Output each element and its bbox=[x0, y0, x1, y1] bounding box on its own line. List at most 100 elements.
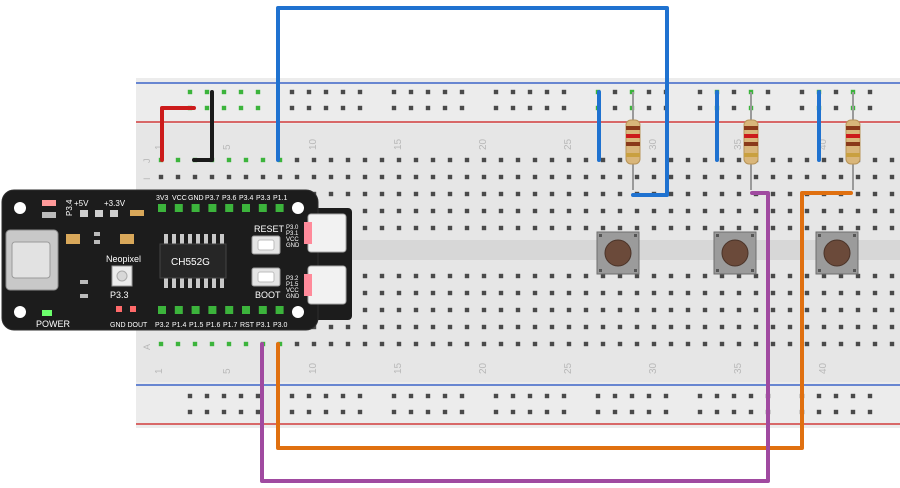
breadboard-hole bbox=[566, 174, 572, 180]
breadboard-hole bbox=[362, 307, 368, 313]
breadboard-hole bbox=[413, 290, 419, 296]
breadboard-hole bbox=[447, 273, 453, 279]
chip-pin bbox=[204, 278, 208, 288]
breadboard-hole bbox=[221, 393, 227, 399]
breadboard-hole bbox=[532, 174, 538, 180]
pushbutton-1-corner-1 bbox=[599, 234, 602, 237]
breadboard-hole bbox=[413, 324, 419, 330]
chip-pin bbox=[172, 278, 176, 288]
breadboard-hole bbox=[736, 208, 742, 214]
breadboard-hole bbox=[226, 174, 232, 180]
breadboard-hole bbox=[816, 393, 822, 399]
breadboard-hole bbox=[430, 341, 436, 347]
breadboard-hole bbox=[532, 307, 538, 313]
breadboard-hole bbox=[600, 324, 606, 330]
breadboard-hole bbox=[889, 174, 895, 180]
pushbutton-3-corner-4 bbox=[853, 269, 856, 272]
breadboard-hole bbox=[425, 409, 431, 415]
breadboard-hole bbox=[833, 89, 839, 95]
breadboard-hole bbox=[867, 89, 873, 95]
breadboard-hole bbox=[685, 157, 691, 163]
breadboard-hole bbox=[379, 273, 385, 279]
breadboard-hole bbox=[719, 157, 725, 163]
breadboard-hole bbox=[447, 157, 453, 163]
breadboard-hole bbox=[430, 174, 436, 180]
breadboard-hole bbox=[753, 208, 759, 214]
breadboard-hole bbox=[634, 341, 640, 347]
label-p33: P3.3 bbox=[110, 290, 129, 300]
breadboard-hole bbox=[634, 225, 640, 231]
col-num-30: 30 bbox=[648, 138, 659, 150]
jst-connector-top[interactable] bbox=[307, 213, 347, 253]
breadboard-hole bbox=[872, 307, 878, 313]
breadboard-hole bbox=[838, 208, 844, 214]
chip-pins bbox=[164, 234, 224, 288]
breadboard-hole bbox=[345, 341, 351, 347]
breadboard-hole bbox=[651, 157, 657, 163]
breadboard-hole bbox=[447, 290, 453, 296]
wire-red[interactable] bbox=[160, 106, 196, 162]
breadboard-hole bbox=[408, 393, 414, 399]
resistor-2-band-4 bbox=[744, 153, 758, 157]
hdr-bot-p16: P1.6 bbox=[206, 322, 221, 329]
pushbutton-2-corner-3 bbox=[716, 269, 719, 272]
breadboard-hole bbox=[889, 324, 895, 330]
breadboard-hole bbox=[855, 225, 861, 231]
breadboard-hole bbox=[362, 225, 368, 231]
top-power-rail bbox=[136, 78, 900, 124]
conn-top-p30: P3.0 bbox=[286, 225, 299, 231]
breadboard-hole bbox=[379, 341, 385, 347]
pushbutton-1[interactable] bbox=[596, 231, 640, 275]
breadboard-hole bbox=[617, 225, 623, 231]
breadboard-hole bbox=[714, 393, 720, 399]
breadboard-hole bbox=[544, 89, 550, 95]
wire-orange[interactable] bbox=[276, 191, 853, 450]
mount-hole-top-left bbox=[14, 202, 26, 214]
wire-purple[interactable] bbox=[260, 191, 770, 483]
breadboard-hole bbox=[430, 273, 436, 279]
breadboard-hole bbox=[379, 307, 385, 313]
jst-connector-bottom[interactable] bbox=[307, 265, 347, 305]
breadboard-hole bbox=[617, 208, 623, 214]
breadboard-hole bbox=[413, 225, 419, 231]
breadboard-hole bbox=[838, 341, 844, 347]
chip-pin bbox=[180, 234, 184, 244]
breadboard-hole bbox=[889, 290, 895, 296]
breadboard-labels: 1 5 10 15 20 25 30 35 40 1 5 10 15 20 25… bbox=[142, 138, 829, 374]
hdr-top-3v3: 3V3 bbox=[156, 195, 169, 202]
breadboard-hole bbox=[753, 307, 759, 313]
breadboard-hole bbox=[413, 307, 419, 313]
breadboard-hole bbox=[583, 307, 589, 313]
label-neopixel: Neopixel bbox=[106, 254, 141, 264]
breadboard-hole bbox=[357, 89, 363, 95]
breadboard-hole bbox=[731, 105, 737, 111]
breadboard-hole bbox=[221, 89, 227, 95]
breadboard-hole bbox=[838, 174, 844, 180]
breadboard-hole bbox=[583, 191, 589, 197]
col-num-10: 10 bbox=[308, 138, 319, 150]
breadboard-hole bbox=[362, 290, 368, 296]
breadboard-hole bbox=[600, 157, 606, 163]
breadboard-hole bbox=[685, 324, 691, 330]
breadboard-hole bbox=[226, 157, 232, 163]
breadboard-hole bbox=[600, 273, 606, 279]
breadboard-hole bbox=[617, 273, 623, 279]
chip-pin bbox=[188, 278, 192, 288]
breadboard-hole bbox=[583, 174, 589, 180]
pushbutton-3[interactable] bbox=[815, 231, 859, 275]
pushbutton-2[interactable] bbox=[713, 231, 757, 275]
chip-pin bbox=[212, 278, 216, 288]
header-top-pad bbox=[225, 204, 234, 212]
breadboard-hole bbox=[748, 393, 754, 399]
chip-pin bbox=[204, 234, 208, 244]
breadboard-hole bbox=[532, 290, 538, 296]
breadboard-hole bbox=[447, 307, 453, 313]
mount-hole-bottom-right bbox=[292, 306, 304, 318]
breadboard-hole bbox=[408, 105, 414, 111]
wire-black[interactable] bbox=[192, 90, 214, 162]
breadboard-hole bbox=[238, 409, 244, 415]
breadboard-hole bbox=[158, 174, 164, 180]
breadboard-hole bbox=[668, 208, 674, 214]
wire-blue-long[interactable] bbox=[276, 6, 669, 197]
breadboard-hole bbox=[855, 208, 861, 214]
